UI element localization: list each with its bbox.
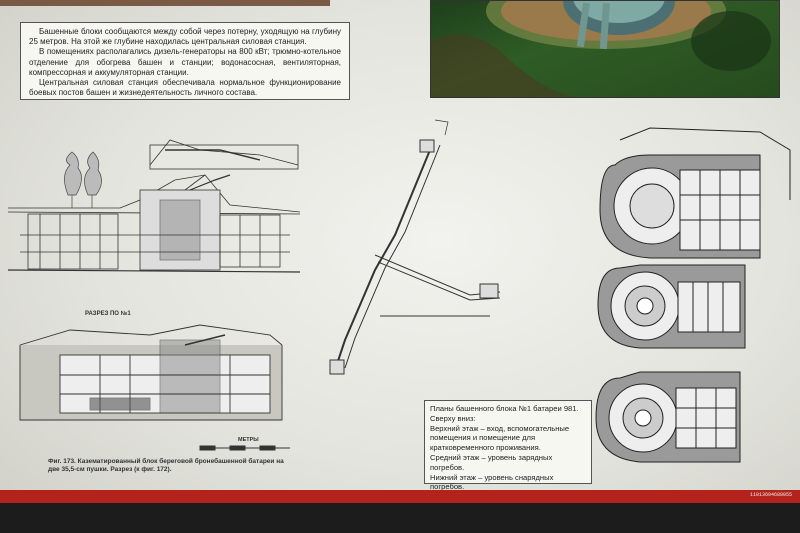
floor-shadow	[0, 503, 800, 533]
floor-plans-caption: Планы башенного блока №1 батареи 981. Св…	[424, 400, 592, 491]
plans-caption-line-4: Нижний этаж – уровень снарядных погребов…	[430, 472, 554, 492]
plans-caption-line-1: Планы башенного блока №1 батареи 981. Св…	[430, 404, 579, 423]
floor-plan-upper	[599, 127, 791, 259]
description-text-panel: Башенные блоки сообщаются между собой че…	[20, 22, 350, 100]
plans-caption-line-3: Средний этаж – уровень зарядных погребов…	[430, 452, 553, 472]
tunnel-plan-drawing	[329, 119, 501, 375]
aerial-photo-drawing	[431, 1, 771, 97]
scale-bar	[199, 445, 290, 451]
aerial-photo-turret	[430, 0, 780, 98]
corner-code: 11013694688055	[749, 492, 792, 498]
plans-caption-line-2: Верхний этаж – вход, вспомогательные пом…	[430, 423, 570, 453]
floor-plans-drawing	[595, 127, 791, 463]
figure-caption: Фиг. 173. Казематированный блок берегово…	[48, 458, 284, 473]
floor-plan-lower	[595, 371, 741, 463]
description-paragraph-2: В помещениях располагались дизель-генера…	[29, 47, 341, 77]
description-paragraph-1: Башенные блоки сообщаются между собой че…	[29, 27, 341, 47]
top-frame-strip	[0, 0, 330, 6]
section-label: РАЗРЕЗ ПО №1	[85, 311, 131, 317]
scale-label: МЕТРЫ	[238, 437, 259, 443]
tree-illustrations	[64, 151, 102, 208]
elevation-section-drawing	[7, 139, 301, 273]
red-frame-bar	[0, 490, 800, 503]
description-paragraph-3: Центральная силовая станция обеспечивала…	[29, 78, 341, 98]
floor-plan-middle	[597, 264, 746, 349]
cross-section-drawing	[19, 324, 283, 421]
